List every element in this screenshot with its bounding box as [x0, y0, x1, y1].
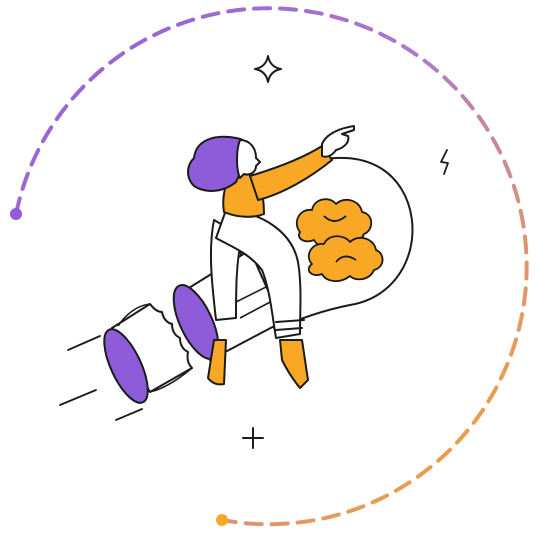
- dashed-orbit-arc: [14, 6, 529, 527]
- speed-lines: [59, 335, 143, 421]
- brain-icon: [295, 198, 384, 282]
- sparkle-icon: [254, 55, 282, 83]
- orbit-start-dot: [10, 208, 22, 220]
- rider-figure: [187, 125, 355, 389]
- orbit-end-dot: [216, 514, 228, 526]
- lightning-icon: [440, 149, 449, 175]
- plus-icon: [242, 427, 264, 449]
